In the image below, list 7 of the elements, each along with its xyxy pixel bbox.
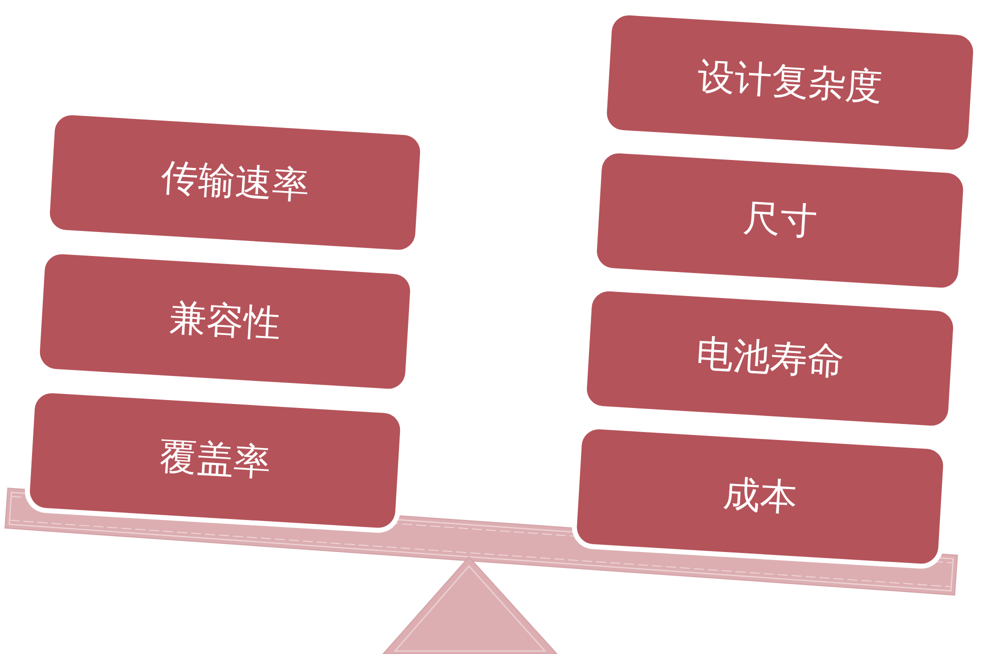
item-label: 传输速率 [160, 156, 310, 208]
item-label: 成本 [722, 472, 798, 520]
item-label: 兼容性 [168, 296, 282, 346]
item-label: 设计复杂度 [696, 55, 884, 109]
item-label: 尺寸 [742, 196, 818, 244]
item-label: 电池寿命 [694, 332, 846, 384]
item-label: 覆盖率 [158, 435, 272, 485]
